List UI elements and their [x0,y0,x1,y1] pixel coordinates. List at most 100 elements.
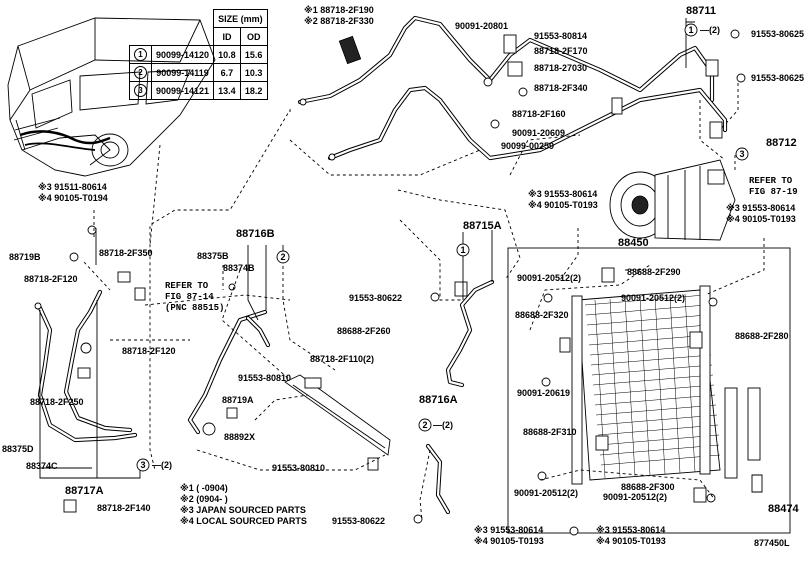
callout-2-mid-note: —(2) [433,420,453,430]
callout-3-left-note: —(2) [152,460,172,470]
label-91553-80814: 91553-80814 [534,31,587,41]
refer-87-14-line3: (PNC 88515) [165,303,224,313]
legend-line-4: ※4 LOCAL SOURCED PARTS [180,516,307,526]
van-illustration [7,17,216,177]
label-88716a: 88716A [419,394,458,406]
label-90091-20512-d: 90091-20512(2) [603,492,667,502]
discharge-pipe-88711 [297,15,746,161]
liquid-pipe-88716b [187,283,271,436]
refer-87-19-line2: FIG 87-19 [749,187,798,197]
label-88718-27030: 88718-27030 [534,63,587,73]
label-90099-00259: 90099-00259 [501,141,554,151]
label-91553-80614-right: ※3 91553-80614 [726,203,795,213]
table-row: 1 90099-14120 10.8 15.6 [129,45,268,64]
label-88688-2f300: 88688-2F300 [621,482,675,492]
label-91553-80810-bottom: 91553-80810 [272,463,325,473]
refer-87-19-line1: REFER TO [749,176,793,186]
part-labels: ※1 88718-2F190 ※2 88718-2F330 88711 9009… [2,5,804,548]
callout-3-right [735,147,749,161]
label-88375b: 88375B [197,251,229,261]
label-88718-2f160: 88718-2F160 [512,109,566,119]
callout-circles: 1 —(2) 2 3 1 2 —(2) 3 —(2) [136,23,749,472]
row-number: 3 [134,84,147,97]
row-od: 15.6 [239,45,268,64]
label-88374b: 88374B [223,263,255,273]
label-88374c: 88374C [26,461,58,471]
size-table: SIZE (mm) ID OD 1 90099-14120 10.8 15.6 … [129,9,268,100]
label-88474: 88474 [768,503,799,515]
size-table-header: SIZE (mm) [213,9,268,28]
label-88688-2f320: 88688-2F320 [515,310,569,320]
callout-1-mid [456,243,470,257]
label-91553-80614-br: ※3 91553-80614 [596,525,665,535]
label-88450: 88450 [618,237,649,249]
label-88719b: 88719B [9,252,41,262]
row-number: 1 [134,48,147,61]
label-88718-2f190: ※1 88718-2F190 [304,5,374,15]
label-88718-2f170: 88718-2F170 [534,46,588,56]
size-table-col-od: OD [239,27,268,46]
label-88718-2f140: 88718-2F140 [97,503,151,513]
leader-lines [39,18,765,521]
label-91553-80625-top: 91553-80625 [751,29,804,39]
callout-3-left [136,458,150,472]
callout-3-left-text: 3 [140,460,145,470]
label-88718-2f120-mid: 88718-2F120 [122,346,176,356]
liquid-pipe-88715a [413,279,579,536]
label-90091-20619: 90091-20619 [517,388,570,398]
label-91553-80622-top: 91553-80622 [349,293,402,303]
table-row: 2 90099-14119 6.7 10.3 [129,63,268,82]
callout-1-mid-text: 1 [460,245,465,255]
label-90105-t0193-bl: ※4 90105-T0193 [474,536,544,546]
label-88688-2f280: 88688-2F280 [735,331,789,341]
callout-2-mid [418,418,432,432]
label-90105-t0193-top: ※4 90105-T0193 [528,200,598,210]
label-91553-80614-bl: ※3 91553-80614 [474,525,543,535]
label-90105-t0193-br: ※4 90105-T0193 [596,536,666,546]
label-88718-2f110: 88718-2F110(2) [310,354,374,364]
label-88717a: 88717A [65,485,104,497]
callout-2-mid-text: 2 [422,420,427,430]
label-88718-2f340: 88718-2F340 [534,83,588,93]
table-row: 3 90099-14121 13.4 18.2 [129,81,268,100]
label-90091-20609: 90091-20609 [512,128,565,138]
label-88711: 88711 [686,5,716,17]
label-90091-20512-a: 90091-20512(2) [517,273,581,283]
callout-1-top-text: 1 [688,25,693,35]
compressor-88320 [609,159,736,241]
legend-line-1: ※1 ( -0904) [180,483,228,493]
row-part: 90099-14120 [150,45,215,64]
suction-pipe-88717a [34,225,146,513]
label-91511-80614: ※3 91511-80614 [38,182,107,192]
label-88718-2f120-top: 88718-2F120 [24,274,78,284]
condenser-88450 [507,247,791,534]
row-od: 18.2 [239,81,268,100]
label-88716b: 88716B [236,228,275,240]
label-88718-2f250: 88718-2F250 [30,397,84,407]
label-88688-2f260: 88688-2F260 [337,326,391,336]
callout-2-left-text: 2 [280,252,285,262]
label-88718-2f330: ※2 88718-2F330 [304,16,374,26]
legend-line-2: ※2 (0904- ) [180,494,228,504]
label-88688-2f290: 88688-2F290 [627,267,681,277]
bracket-88688-2f260 [284,374,391,471]
label-88892x: 88892X [224,432,255,442]
label-88688-2f310: 88688-2F310 [523,427,577,437]
label-91553-80810-top: 91553-80810 [238,373,291,383]
label-90091-20512-c: 90091-20512(2) [514,488,578,498]
row-part: 90099-14121 [150,81,215,100]
callout-1-top [684,23,698,37]
label-91553-80625-mid: 91553-80625 [751,73,804,83]
label-91553-80622-bottom: 91553-80622 [332,516,385,526]
legend: ※1 ( -0904) ※2 (0904- ) ※3 JAPAN SOURCED… [180,483,307,527]
row-number: 2 [134,66,147,79]
refer-87-14-line2: FIG 87-14 [165,292,214,302]
refer-87-14-line1: REFER TO [165,281,209,291]
label-91553-80614-top: ※3 91553-80614 [528,189,597,199]
label-88715a: 88715A [463,220,502,232]
size-table-col-id: ID [213,27,241,46]
row-id: 6.7 [213,63,241,82]
label-90105-t0194: ※4 90105-T0194 [38,193,108,203]
callout-3-right-text: 3 [739,149,744,159]
row-part: 90099-14119 [150,63,215,82]
